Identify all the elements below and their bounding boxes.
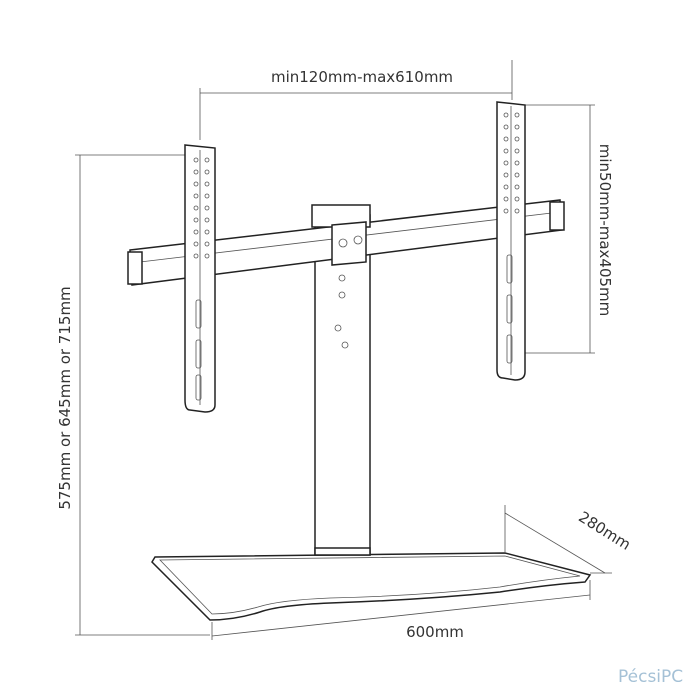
base-width-label: 600mm <box>406 623 464 641</box>
left-vesa-bracket <box>184 144 216 413</box>
dimension-vesa-height: min50mm-max405mm <box>515 104 614 354</box>
dimension-total-height: 575mm or 645mm or 715mm <box>56 154 210 636</box>
vesa-height-label: min50mm-max405mm <box>596 144 614 317</box>
stand-column <box>314 214 371 556</box>
horizontal-bar <box>127 199 565 286</box>
total-height-label: 575mm or 645mm or 715mm <box>56 286 74 509</box>
dimension-base-width: 600mm <box>211 580 591 641</box>
base-depth-label: 280mm <box>575 508 634 554</box>
base-plate <box>151 552 592 621</box>
dimension-vesa-width: min120mm-max610mm <box>199 60 513 140</box>
watermark-text: PécsiPC <box>618 667 683 687</box>
vesa-width-label: min120mm-max610mm <box>271 68 453 86</box>
right-vesa-bracket <box>496 101 526 381</box>
watermark-logo: PécsiPC <box>618 667 683 687</box>
